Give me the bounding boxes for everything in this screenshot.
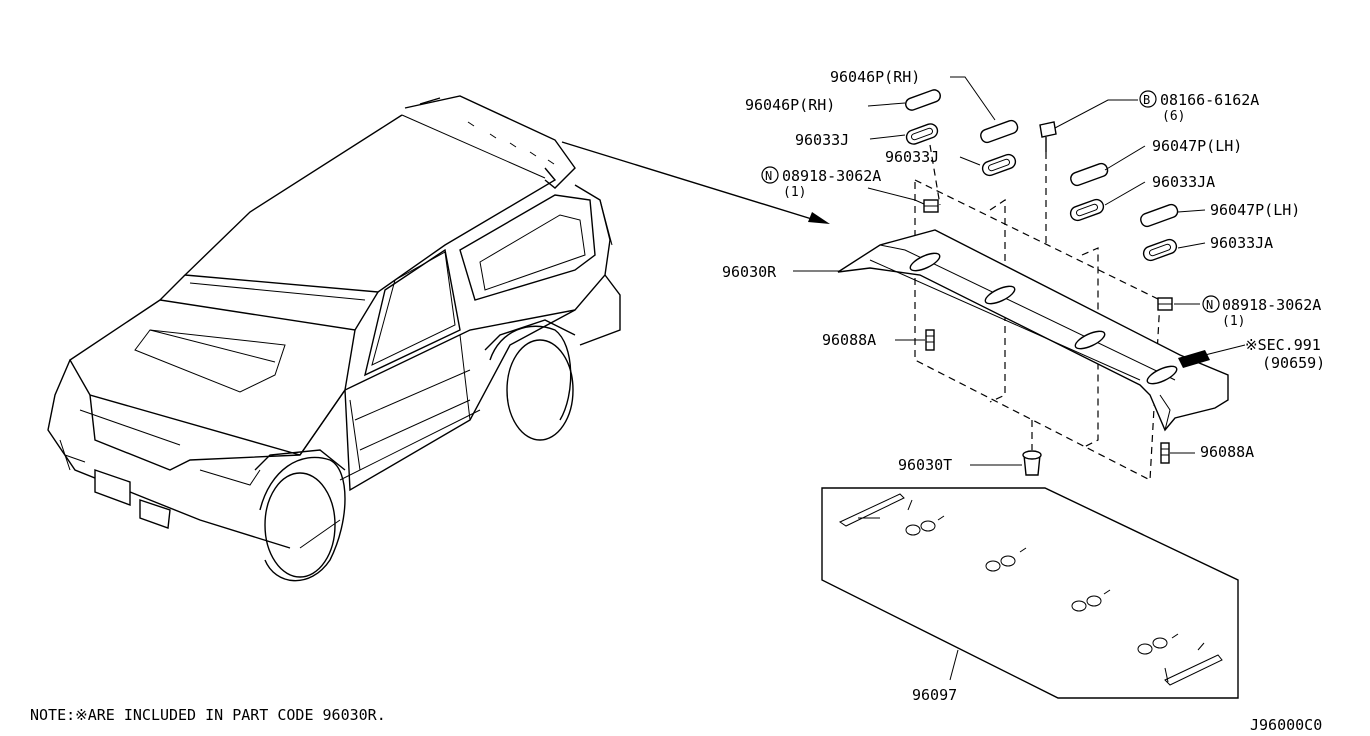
part-labels: 96046P(RH) 96046P(RH) 96033J 96033J B 08…	[722, 68, 1325, 704]
label-nut-right-code: 08918-3062A	[1222, 296, 1321, 314]
label-96030t: 96030T	[898, 456, 952, 474]
label-96088a-left: 96088A	[822, 331, 876, 349]
nut-left-prefix: N	[765, 169, 772, 183]
nut-right-prefix-circle	[1202, 295, 1220, 313]
note-text: NOTE:※ARE INCLUDED IN PART CODE 96030R.	[30, 706, 386, 724]
nut-right-prefix: N	[1206, 298, 1213, 312]
label-96033j-upper: 96033J	[795, 131, 849, 149]
label-96033j-lower: 96033J	[885, 148, 939, 166]
label-96030r: 96030R	[722, 263, 777, 281]
bolt-prefix: B	[1143, 93, 1150, 107]
label-96046p-rh-upper: 96046P(RH)	[830, 68, 920, 86]
label-bolt-qty: (6)	[1162, 109, 1185, 124]
label-96033ja-upper: 96033JA	[1152, 173, 1215, 191]
label-96047p-lh-lower: 96047P(LH)	[1210, 201, 1300, 219]
pad-sheet	[821, 487, 1239, 699]
label-96047p-lh-upper: 96047P(LH)	[1152, 137, 1242, 155]
label-96088a-right: 96088A	[1200, 443, 1254, 461]
gaskets-and-pads	[905, 89, 1179, 262]
diagram-code: J96000C0	[1250, 716, 1322, 734]
label-bolt-code: 08166-6162A	[1160, 91, 1259, 109]
label-sec-sub: (90659)	[1262, 354, 1325, 372]
spoiler-assembly	[837, 144, 1246, 481]
leader-lines	[793, 76, 1206, 681]
vehicle-illustration	[47, 95, 621, 582]
pointer-arrow	[561, 141, 830, 224]
label-sec-ref: ※SEC.991	[1245, 336, 1321, 354]
label-nut-left-code: 08918-3062A	[782, 167, 881, 185]
label-nut-left-qty: (1)	[783, 185, 806, 200]
label-96033ja-lower: 96033JA	[1210, 234, 1273, 252]
label-96046p-rh-lower: 96046P(RH)	[745, 96, 835, 114]
label-96097: 96097	[912, 686, 957, 704]
fasteners	[923, 121, 1173, 476]
label-nut-right-qty: (1)	[1222, 314, 1245, 329]
bolt-prefix-circle	[1139, 90, 1157, 108]
nut-left-prefix-circle	[761, 166, 779, 184]
